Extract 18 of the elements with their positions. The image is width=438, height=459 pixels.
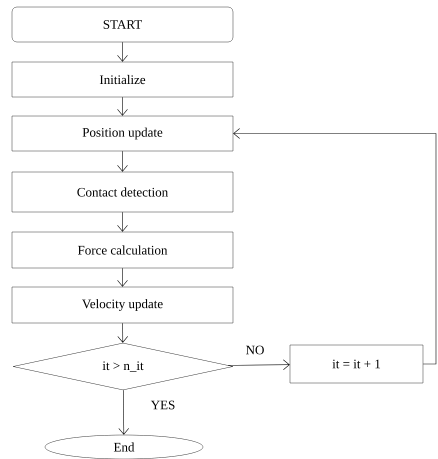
arrow — [228, 359, 290, 370]
arrow — [117, 150, 128, 172]
arrow — [118, 390, 130, 435]
arrow — [117, 42, 128, 62]
process-box: Contact detection — [12, 172, 234, 212]
process-box: Initialize — [12, 62, 234, 98]
arrow — [117, 212, 128, 232]
arrow — [117, 322, 128, 343]
start-box: START — [12, 6, 234, 42]
process-box: Position update — [12, 116, 234, 152]
process-box: Velocity update — [12, 286, 234, 324]
edge-label: YES — [150, 400, 176, 410]
process-box: it = it + 1 — [290, 344, 424, 384]
process-box: Force calculation — [12, 232, 234, 268]
arrow — [233, 128, 436, 364]
arrow — [117, 96, 128, 116]
arrow — [117, 268, 128, 287]
edge-label: NO — [244, 344, 266, 356]
